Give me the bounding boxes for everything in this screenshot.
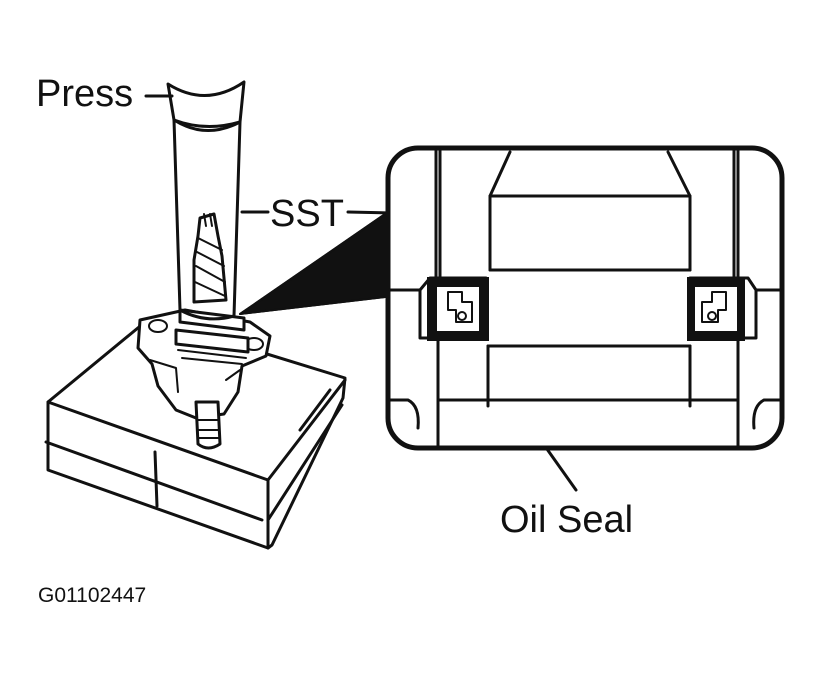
callout-lines xyxy=(144,94,578,492)
sst-tool xyxy=(166,80,246,321)
detail-inset xyxy=(385,145,785,451)
press-label: Press xyxy=(36,73,133,115)
oil-seal-label: Oil Seal xyxy=(500,499,633,541)
figure-id-label: G01102447 xyxy=(38,584,146,607)
sst-label: SST xyxy=(270,193,344,235)
